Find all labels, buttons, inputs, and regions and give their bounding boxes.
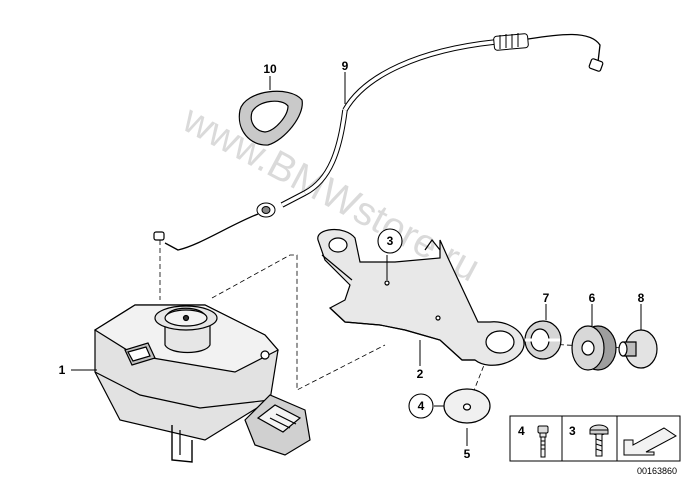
screw-stud-icon	[537, 425, 549, 458]
part-cable	[153, 33, 604, 251]
cable-ferrule	[256, 202, 276, 218]
cable-adjuster	[493, 33, 529, 51]
part-reservoir	[93, 304, 311, 463]
part-bushing-7	[524, 320, 562, 360]
reservoir-label-inset	[127, 346, 151, 362]
callout-8: 8	[638, 291, 645, 305]
cable-sheath-inner	[304, 109, 347, 195]
cable-wire-end	[527, 33, 601, 63]
bracket-fold	[321, 254, 353, 281]
connector-pin-line	[275, 413, 297, 425]
callout-3-circle	[377, 228, 403, 254]
torx-screw-icon	[589, 424, 609, 457]
reservoir-seam	[94, 371, 271, 409]
wire-end-nipple	[153, 231, 165, 241]
bracket-hole-right	[485, 330, 515, 354]
cable-sheath-upper	[342, 39, 496, 112]
part-bushing-6	[571, 325, 617, 371]
reservoir-connector	[244, 394, 311, 456]
bracket-hole-left	[328, 237, 348, 253]
part-washer	[443, 388, 491, 424]
callout-4-circle	[408, 393, 434, 419]
reference-number: 00163860	[637, 466, 677, 476]
bracket-rivet	[435, 315, 441, 321]
part-grommet	[238, 90, 303, 146]
reservoir-cap	[154, 305, 218, 354]
callout-2: 2	[417, 367, 424, 381]
bracket-lower-edge	[329, 307, 475, 361]
ferrule-hole	[261, 206, 271, 214]
guide-line	[211, 254, 386, 391]
callout-10: 10	[263, 62, 277, 76]
connector-face	[256, 404, 302, 433]
cable-sheath-upper-inner	[343, 40, 496, 111]
callout-1: 1	[59, 363, 66, 377]
cap-center	[182, 314, 190, 322]
arrow-icon	[623, 427, 677, 456]
cable-sheath-end-inner	[281, 191, 306, 207]
cable-end-nipple	[588, 58, 604, 72]
bracket-slot	[424, 238, 441, 251]
callout-3: 3	[387, 234, 394, 248]
legend-label-4: 4	[518, 424, 525, 438]
bracket-rivet	[384, 280, 390, 286]
callout-7: 7	[543, 291, 550, 305]
grommet-inner	[250, 100, 289, 133]
callout-leaders	[71, 72, 642, 446]
part-bushing-8	[618, 329, 658, 369]
callout-labels: 1 2 3 4 5 6 7 8 9 10	[59, 59, 645, 461]
connector-pin-line	[269, 417, 291, 429]
washer-hole	[462, 403, 472, 411]
legend-label-3: 3	[569, 424, 576, 438]
part-bracket	[317, 229, 525, 366]
bushing-8-end	[618, 341, 628, 357]
adjuster-body	[493, 33, 529, 51]
callout-4: 4	[418, 399, 425, 413]
callout-6: 6	[589, 291, 596, 305]
legend-box: 4 3	[509, 415, 681, 462]
bushing-6-bore	[581, 340, 595, 356]
cable-inner-wire	[164, 213, 259, 251]
reservoir-bracket-leg	[171, 425, 193, 463]
callout-5: 5	[464, 447, 471, 461]
reservoir-mount-hole	[260, 350, 270, 360]
callout-9: 9	[342, 59, 349, 73]
